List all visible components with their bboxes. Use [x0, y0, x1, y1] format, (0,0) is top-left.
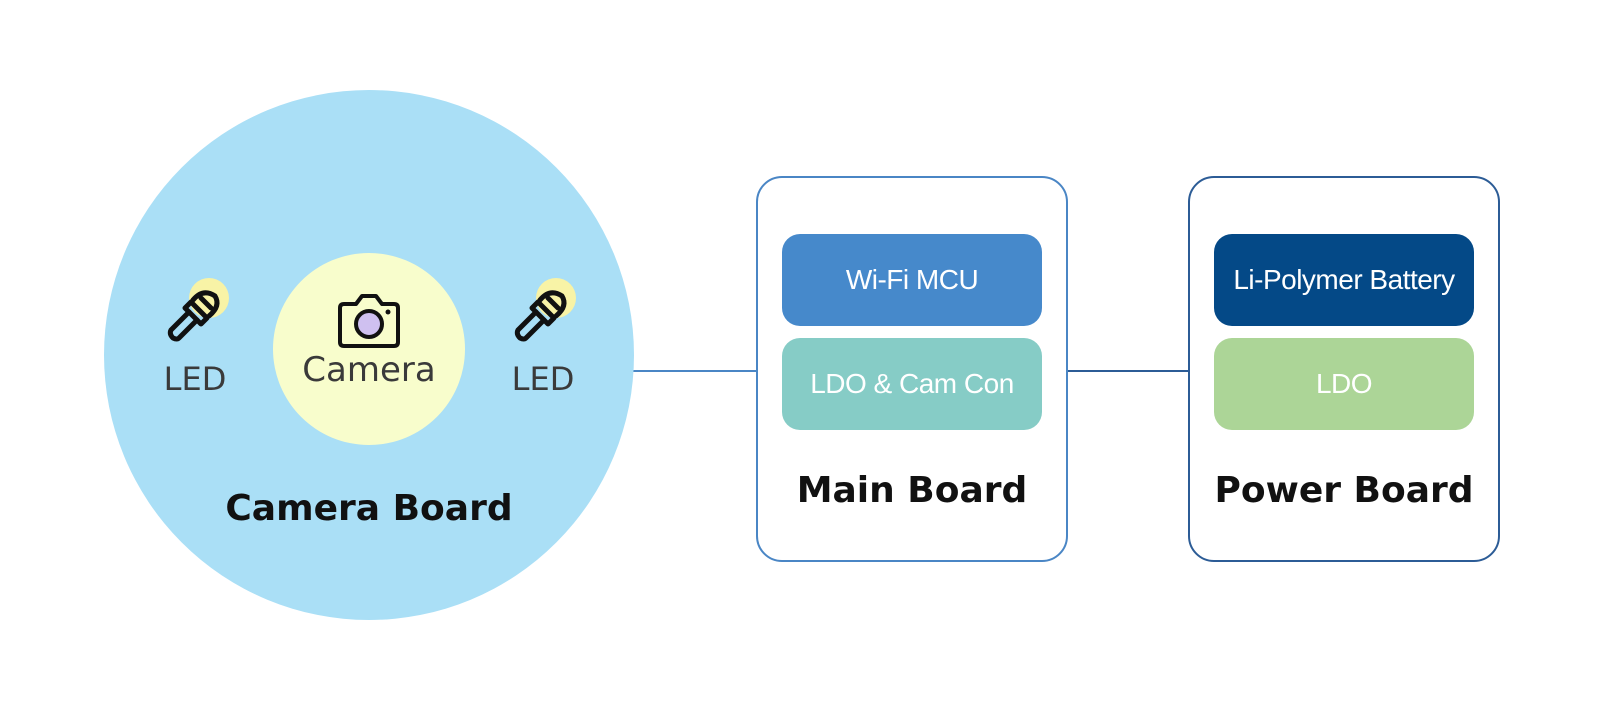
power-board: Li-Polymer Battery LDO Power Board	[1188, 176, 1500, 562]
camera-board-title: Camera Board	[225, 488, 513, 529]
flashlight-icon	[167, 278, 229, 342]
camera-icon	[338, 294, 400, 348]
flashlight-icon	[514, 278, 576, 342]
power-board-title: Power Board	[1214, 470, 1474, 511]
main-board: Wi-Fi MCU LDO & Cam Con Main Board	[756, 176, 1068, 562]
ldo-block: LDO	[1214, 338, 1474, 430]
main-board-title: Main Board	[796, 470, 1028, 511]
camera-label: Camera	[302, 350, 436, 390]
connector-main-to-power	[1068, 370, 1190, 372]
ldo-cam-con-block: LDO & Cam Con	[782, 338, 1042, 430]
led-label-left: LED	[163, 360, 227, 398]
camera-module	[273, 253, 465, 445]
wifi-mcu-block: Wi-Fi MCU	[782, 234, 1042, 326]
led-label-right: LED	[511, 360, 575, 398]
battery-block: Li-Polymer Battery	[1214, 234, 1474, 326]
connector-camera-to-main	[632, 370, 756, 372]
